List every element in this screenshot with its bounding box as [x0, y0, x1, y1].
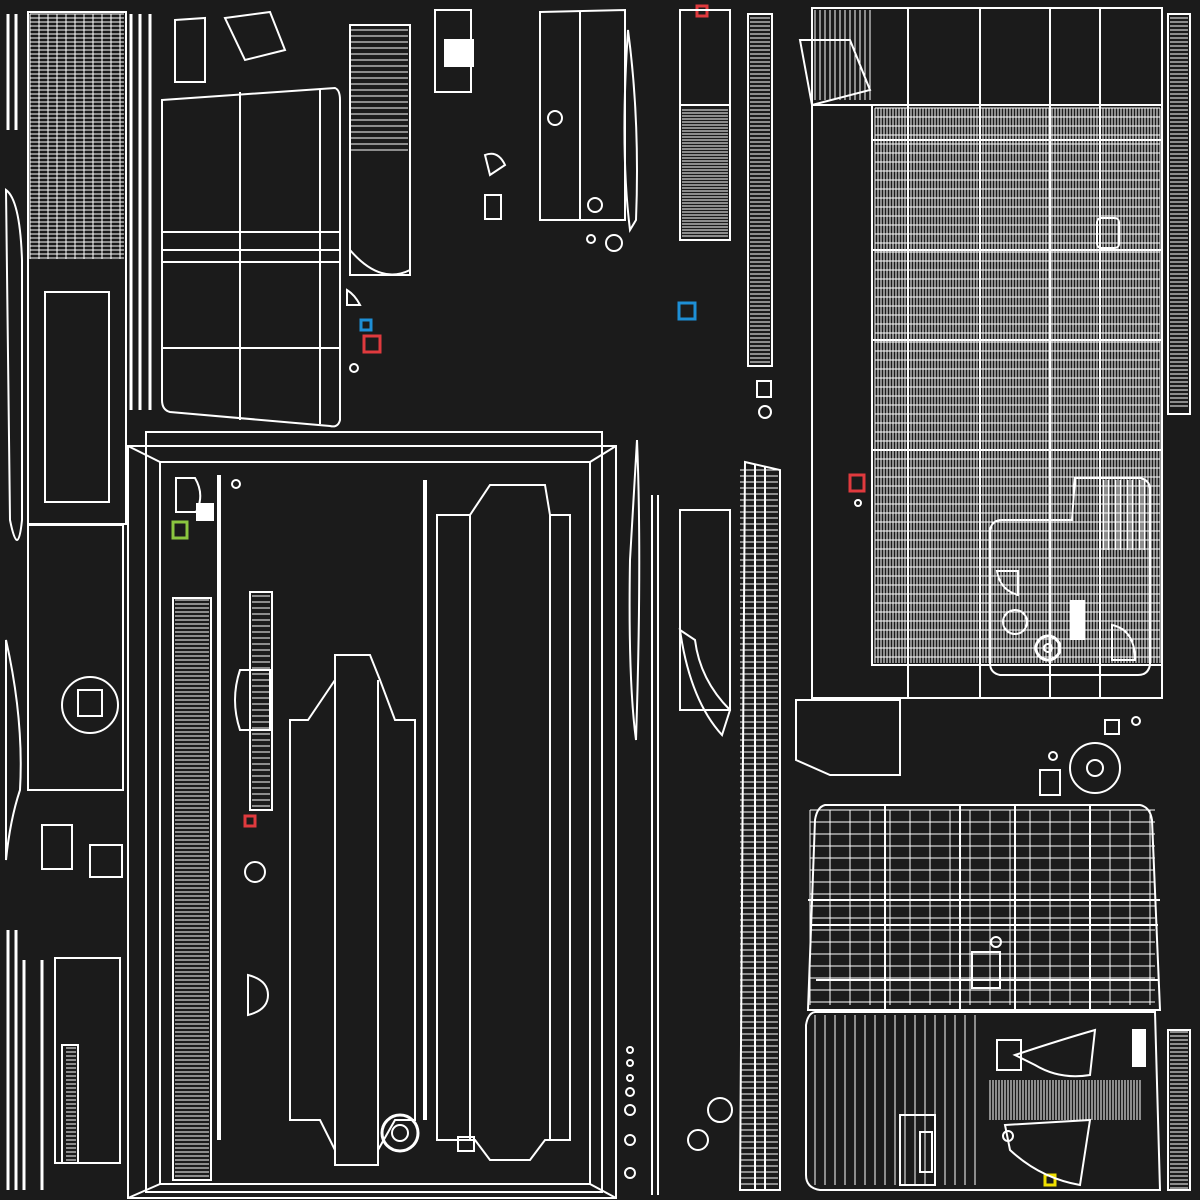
left-vertical-rules: [6, 14, 152, 1190]
center-vertical-strips: [628, 9, 781, 1195]
center-frame-island: [127, 431, 617, 1199]
color-marker-squares: [171, 4, 1057, 1187]
top-middle-island: [349, 8, 638, 276]
top-left-panel-island: [161, 10, 341, 428]
small-detail-islands: [346, 152, 1141, 1179]
left-strip-island: [4, 11, 127, 1164]
hatch-patterns: [29, 10, 1188, 1191]
